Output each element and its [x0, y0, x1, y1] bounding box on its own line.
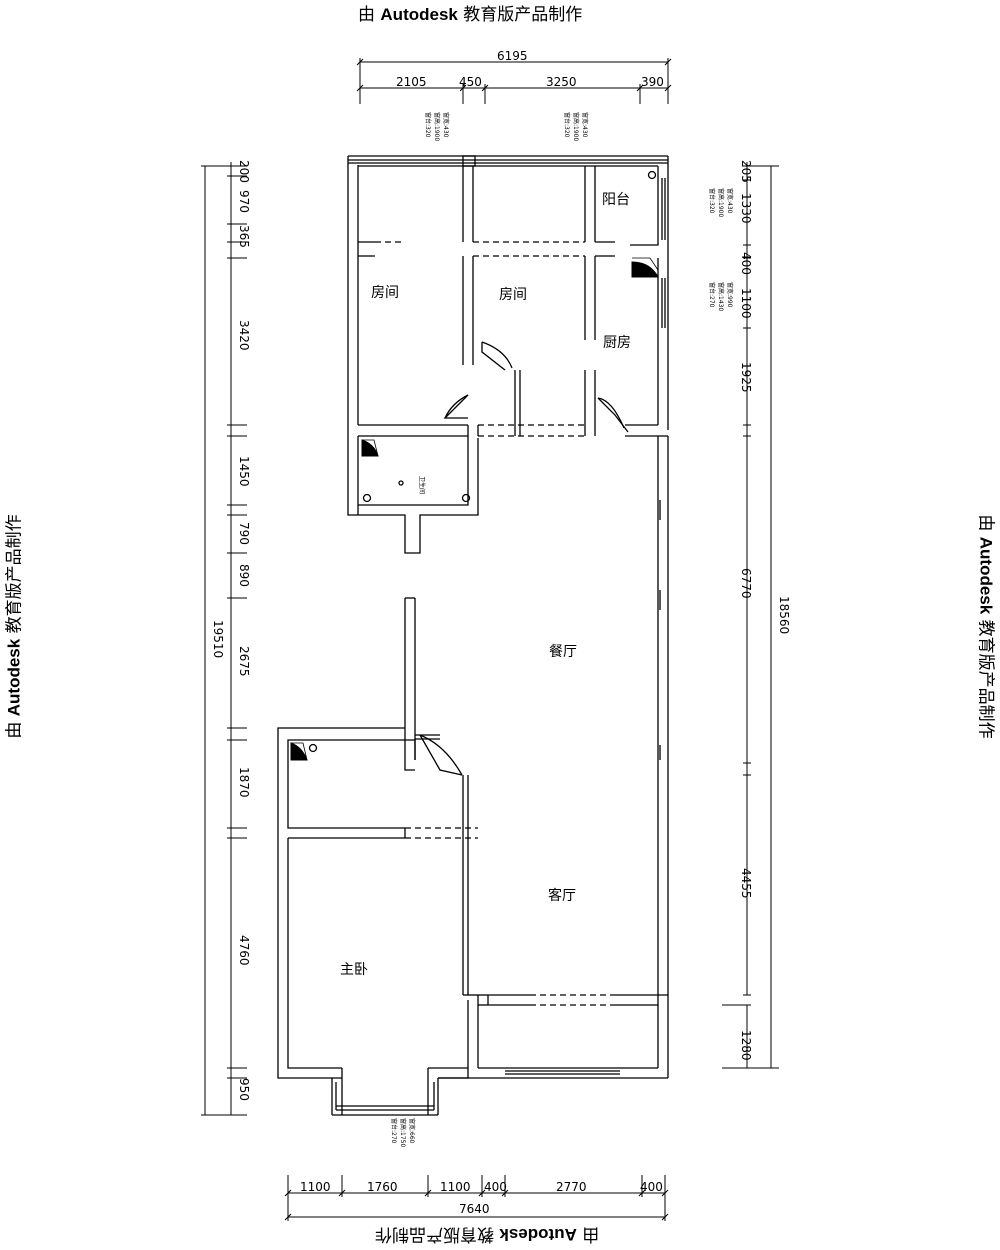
room-label-room2: 房间	[499, 287, 527, 303]
svg-text:1760: 1760	[367, 1180, 398, 1194]
svg-text:1100: 1100	[739, 288, 753, 319]
svg-text:1330: 1330	[739, 193, 753, 224]
svg-text:3420: 3420	[237, 320, 251, 351]
dims-left-text: 19510 200 970 365 3420 1450 790 890 2675…	[211, 160, 251, 1101]
svg-text:2105: 2105	[396, 75, 427, 89]
dims-right	[722, 162, 779, 1069]
dims-top	[356, 58, 672, 104]
svg-text:2770: 2770	[556, 1180, 587, 1194]
window-note-right-top: 窗台:320 窗高:1900 窗宽:430	[708, 188, 734, 217]
svg-text:2675: 2675	[237, 646, 251, 677]
window-note-bottom: 窗台:270 窗高:1750 窗宽:660	[390, 1118, 416, 1147]
dims-right-text: 18560 205 1330 400 1100 1925 6770 4455 1…	[739, 160, 791, 1061]
svg-text:窗高:1430: 窗高:1430	[717, 282, 725, 311]
svg-text:4455: 4455	[739, 868, 753, 899]
svg-text:窗台:320: 窗台:320	[563, 112, 571, 138]
svg-text:400: 400	[739, 252, 753, 275]
room-label-living: 客厅	[548, 887, 576, 904]
svg-text:970: 970	[237, 190, 251, 213]
svg-text:窗高:1750: 窗高:1750	[399, 1118, 407, 1147]
svg-text:窗台:270: 窗台:270	[708, 282, 716, 308]
wc-label: 卫生间	[418, 476, 426, 494]
svg-text:450: 450	[459, 75, 482, 89]
svg-text:1100: 1100	[440, 1180, 471, 1194]
room-label-master: 主卧	[340, 962, 368, 978]
svg-text:窗台:320: 窗台:320	[424, 112, 432, 138]
svg-text:窗宽:430: 窗宽:430	[581, 112, 589, 138]
room-label-kitchen: 厨房	[603, 335, 631, 351]
svg-text:1870: 1870	[237, 767, 251, 798]
svg-text:19510: 19510	[211, 620, 225, 658]
svg-text:6770: 6770	[739, 568, 753, 599]
window-note-top-mid: 窗台:320 窗高:1900 窗宽:430	[563, 112, 589, 141]
svg-text:1100: 1100	[300, 1180, 331, 1194]
svg-text:390: 390	[641, 75, 664, 89]
svg-text:1925: 1925	[739, 362, 753, 393]
upper-interior-walls	[357, 166, 668, 515]
dims-bottom	[284, 1175, 669, 1221]
upper-openings	[375, 241, 585, 437]
svg-text:205: 205	[739, 160, 753, 183]
svg-text:窗台:320: 窗台:320	[708, 188, 716, 214]
lower-door-swings	[419, 734, 463, 776]
window-notes: 窗台:320 窗高:1900 窗宽:430 窗台:320 窗高:1900 窗宽:…	[390, 112, 734, 1147]
svg-text:7640: 7640	[459, 1202, 490, 1216]
room-label-dining: 餐厅	[549, 644, 577, 660]
svg-text:窗高:1900: 窗高:1900	[433, 112, 441, 141]
room-label-room1: 房间	[371, 285, 399, 301]
svg-text:790: 790	[237, 522, 251, 545]
svg-text:窗高:1900: 窗高:1900	[717, 188, 725, 217]
svg-text:窗宽:430: 窗宽:430	[442, 112, 450, 138]
svg-text:4760: 4760	[237, 935, 251, 966]
svg-text:窗宽:660: 窗宽:660	[408, 1118, 416, 1144]
svg-text:365: 365	[237, 225, 251, 248]
svg-text:6195: 6195	[497, 49, 528, 63]
upper-door-swings	[443, 341, 629, 433]
lower-outer-wall	[277, 727, 668, 1116]
svg-text:18560: 18560	[777, 596, 791, 634]
svg-text:窗宽:990: 窗宽:990	[726, 282, 734, 308]
svg-text:1280: 1280	[739, 1030, 753, 1061]
svg-text:窗宽:430: 窗宽:430	[726, 188, 734, 214]
dims-top-text: 6195 2105 450 3250 390	[396, 49, 664, 89]
svg-text:1450: 1450	[237, 456, 251, 487]
lower-openings	[405, 827, 615, 1006]
svg-text:窗台:270: 窗台:270	[390, 1118, 398, 1144]
svg-text:950: 950	[237, 1078, 251, 1101]
svg-text:窗高:1900: 窗高:1900	[572, 112, 580, 141]
window-note-top-left: 窗台:320 窗高:1900 窗宽:430	[424, 112, 450, 141]
dims-left	[201, 162, 247, 1116]
dims-bottom-text: 1100 1760 1100 400 2770 400 7640	[300, 1180, 663, 1216]
watermark-top: 由 Autodesk 教育版产品制作	[358, 5, 583, 25]
window-note-right-mid: 窗台:270 窗高:1430 窗宽:990	[708, 282, 734, 311]
main-walls	[404, 436, 669, 1078]
window-marks	[308, 155, 657, 753]
svg-text:890: 890	[237, 564, 251, 587]
upper-outer-wall	[347, 155, 669, 554]
room-label-balcony: 阳台	[602, 192, 630, 208]
svg-text:3250: 3250	[546, 75, 577, 89]
svg-text:400: 400	[640, 1180, 663, 1194]
svg-text:200: 200	[237, 160, 251, 183]
room-labels: 阳台 房间 房间 厨房 餐厅 客厅 主卧	[340, 192, 631, 978]
svg-text:400: 400	[484, 1180, 507, 1194]
